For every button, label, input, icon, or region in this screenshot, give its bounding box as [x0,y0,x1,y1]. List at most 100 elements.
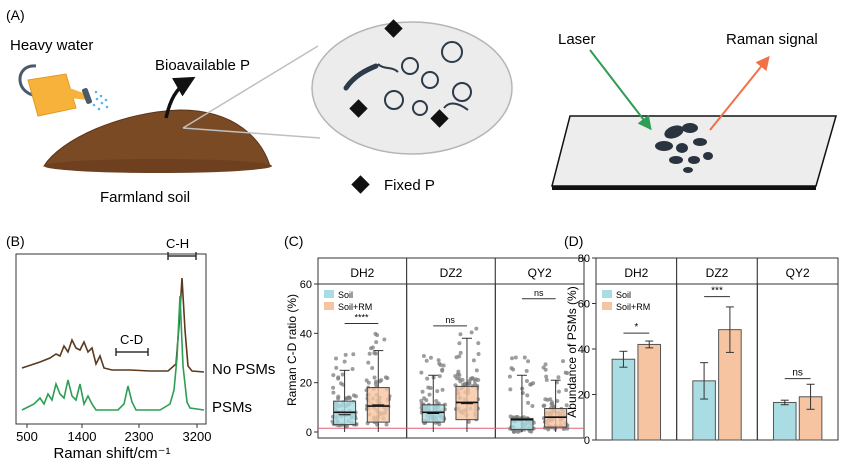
data-point [382,337,387,342]
facet-label: DZ2 [706,266,729,280]
data-point [476,351,481,356]
legend-swatch-rm [602,302,612,310]
data-point [331,385,336,390]
data-point [469,330,474,335]
significance-label: * [634,322,638,333]
y-tick-label: 40 [300,328,312,340]
data-point [372,351,377,356]
raman-signal-label: Raman signal [726,31,818,48]
cell-blobs [655,123,713,173]
data-point [457,341,462,346]
data-point [441,363,446,368]
data-point [419,370,424,375]
bar [611,358,636,441]
facet-label: QY2 [786,266,810,280]
legend-label: Soil [338,290,353,300]
spectrum-frame [15,253,207,425]
spectrum-x-ticks: 500 1400 2300 3200 [16,424,211,444]
legend-label: Soil [616,290,631,300]
data-point [385,376,390,381]
y-tick-label: 60 [578,299,590,311]
data-point [466,381,471,386]
legend-swatch-soil [324,290,334,298]
panel-c-label: (C) [284,233,303,249]
data-point [561,359,566,364]
facet-label: DZ2 [440,266,463,280]
significance-label: ns [445,315,455,325]
data-point [422,396,427,401]
legend-swatch-soil [602,290,612,298]
data-point [366,380,371,385]
facet-strip [676,257,758,285]
raman-signal-arrow [709,55,770,131]
data-point [543,367,548,372]
panel-a: (A) Heavy water Farmland soil Bioavailab… [6,7,837,206]
data-point [367,351,372,356]
data-point [435,389,440,394]
laser-arrow [589,49,652,131]
y-tick-label: 20 [300,378,312,390]
data-point [334,356,339,361]
data-point [564,388,569,393]
data-point [370,366,375,371]
data-point [563,370,568,375]
panel-b-label: (B) [6,233,25,249]
data-point [526,359,531,364]
data-point [426,385,431,390]
facet-panel [756,283,839,441]
data-point [372,375,377,380]
data-point [434,398,439,403]
data-point [468,376,473,381]
d-y-axis-label: Abundance of PSMs (%) [565,286,579,417]
panel-d-label: (D) [564,233,583,249]
data-point [334,365,339,370]
data-point [331,390,336,395]
data-point [522,355,527,360]
significance-label: ns [792,368,803,379]
data-point [474,368,479,373]
data-point [340,372,345,377]
data-point [474,326,479,331]
data-point [466,419,471,424]
data-point [343,352,348,357]
y-tick-label: 20 [578,390,590,402]
data-point [556,389,561,394]
facet-strip [756,257,839,285]
legend-label: Soil+RM [616,302,650,312]
data-point [471,358,476,363]
legend-swatch-rm [324,302,334,310]
data-point [440,367,445,372]
microbe-icons [343,41,472,116]
data-point [331,373,336,378]
facet-strip [406,257,496,285]
data-point [530,404,535,409]
soil-mound [43,109,271,167]
data-point [374,340,379,345]
fixed-p-markers [349,19,449,194]
data-point [436,358,441,363]
box-iqr [510,417,534,431]
data-point [351,393,356,398]
facet-strip [595,257,678,285]
data-point [336,396,341,401]
data-point [549,400,554,405]
facet-panel [406,283,496,439]
facet-panel [676,283,758,441]
data-point [440,387,445,392]
no-psms-label: No PSMs [212,361,275,378]
farmland-soil-label: Farmland soil [100,189,190,206]
data-point [375,333,380,338]
data-point [513,355,518,360]
data-point [425,376,430,381]
cd-label: C-D [120,332,143,347]
data-point [564,403,569,408]
data-point [463,381,468,386]
data-point [458,350,463,355]
data-point [424,358,429,363]
data-point [561,427,566,432]
data-point [454,355,459,360]
zoom-circle [311,21,513,155]
data-point [525,393,530,398]
